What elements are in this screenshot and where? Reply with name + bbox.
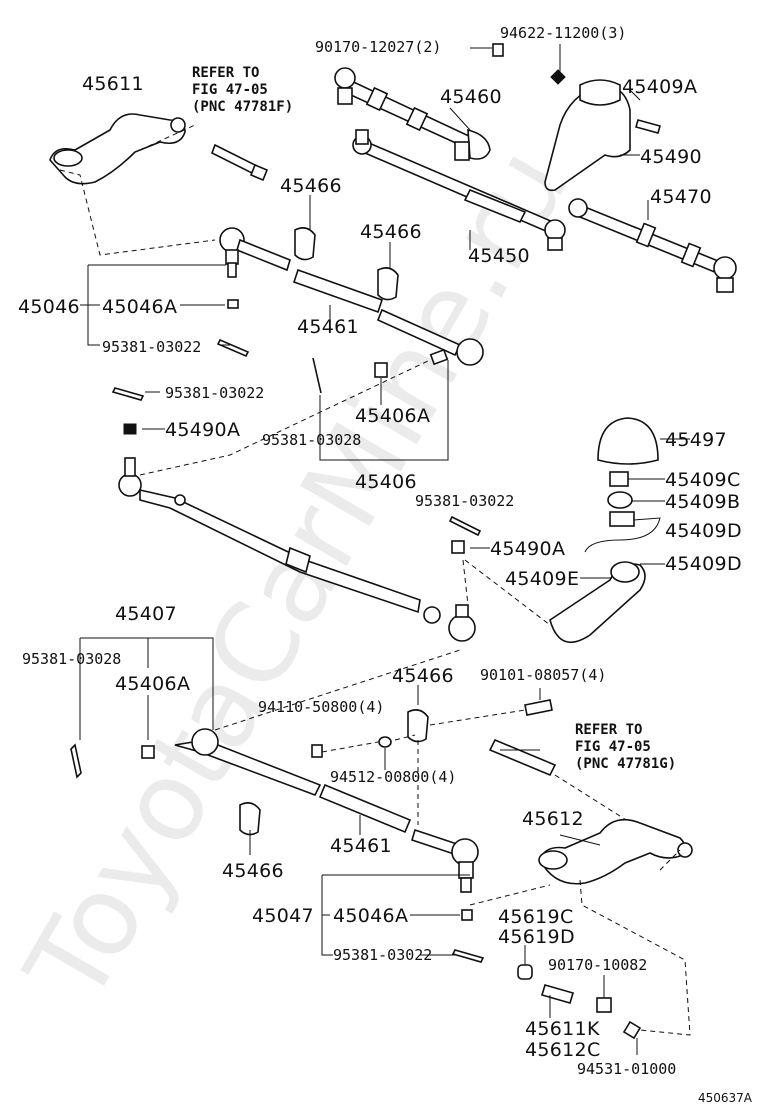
label-94110-50800: 94110-50800(4)	[258, 698, 384, 716]
label-95381-03028-bot: 95381-03028	[22, 650, 121, 668]
label-45497: 45497	[665, 429, 727, 451]
label-95381-03022-c: 95381-03022	[415, 492, 514, 510]
clamp-45466-b	[377, 267, 399, 301]
label-45407: 45407	[115, 603, 177, 625]
nut-90170-10082	[596, 997, 612, 1013]
label-45619C: 45619C	[498, 906, 574, 928]
label-94622-11200: 94622-11200(3)	[500, 24, 626, 42]
diagram-code: 450637A	[698, 1091, 753, 1105]
cotter-pin-95381-03022-c	[448, 515, 482, 537]
label-95381-03022-b: 95381-03022	[165, 384, 264, 402]
label-45406: 45406	[355, 471, 417, 493]
nut-45490A-mid	[451, 540, 465, 554]
pitman-arm-45490	[492, 43, 661, 192]
nut-45490A-left	[123, 423, 137, 435]
label-45409D-a: 45409D	[665, 520, 742, 542]
label-45460: 45460	[440, 86, 502, 108]
label-45409E: 45409E	[505, 568, 579, 590]
label-45611K: 45611K	[525, 1018, 600, 1040]
cotter-pin-95381-03022-a	[216, 338, 250, 358]
tie-rod-45450	[352, 129, 566, 251]
label-45406A-bot: 45406A	[115, 673, 190, 695]
refer-top-line2: FIG 47-05	[192, 82, 268, 98]
drag-link-assembly-45460	[334, 67, 491, 161]
label-95381-03028-top: 95381-03028	[262, 431, 361, 449]
label-45450: 45450	[468, 245, 530, 267]
label-45611: 45611	[82, 73, 144, 95]
label-45047: 45047	[252, 905, 314, 927]
label-90170-12027: 90170-12027(2)	[315, 38, 441, 56]
label-45466-d: 45466	[222, 860, 284, 882]
washer-45409B	[607, 491, 633, 509]
label-94531-01000: 94531-01000	[577, 1060, 676, 1078]
label-90170-10082: 90170-10082	[548, 956, 647, 974]
label-45612: 45612	[522, 808, 584, 830]
label-45409C: 45409C	[665, 469, 741, 491]
clamp-45466-a	[294, 227, 316, 261]
label-45046A-bot: 45046A	[333, 905, 408, 927]
cotter-pin-95381-03028-top	[312, 357, 322, 394]
refer-top-line3: (PNC 47781F)	[192, 99, 293, 115]
label-45612C: 45612C	[525, 1039, 601, 1061]
label-45461-bot: 45461	[330, 835, 392, 857]
relay-rod-45407	[118, 457, 476, 642]
label-95381-03022-a: 95381-03022	[102, 338, 201, 356]
bolt-45611K	[541, 984, 574, 1004]
cotter-pin-95381-03022-b	[111, 387, 145, 401]
label-45409D-b: 45409D	[665, 553, 742, 575]
cotter-pin-95381-03028-bot	[70, 743, 82, 779]
bolt-refer-top	[210, 143, 269, 182]
nut-45406A-bot	[141, 745, 155, 759]
dust-cover-45497	[597, 417, 659, 465]
washer-94512-00800	[378, 736, 392, 748]
washer-94531-01000	[622, 1020, 642, 1040]
nut-94110-50800	[311, 744, 323, 758]
bushing-45619C	[517, 964, 533, 980]
label-45466-a: 45466	[280, 175, 342, 197]
clamp-45466-c	[407, 709, 429, 743]
label-90101-08057: 90101-08057(4)	[480, 666, 606, 684]
bushing-45409C	[609, 471, 629, 487]
bushing-45409D-a	[609, 511, 635, 527]
label-45046: 45046	[18, 296, 80, 318]
label-45409A: 45409A	[622, 76, 697, 98]
nut-45406A-top	[374, 362, 388, 378]
nut-45046A-bot	[461, 909, 473, 921]
label-45490A-left: 45490A	[165, 419, 240, 441]
cotter-pin-95381-03022-d	[451, 949, 485, 963]
tie-rod-end-45406	[376, 308, 484, 366]
label-94512-00800: 94512-00800(4)	[330, 768, 456, 786]
label-45406A-top: 45406A	[355, 405, 430, 427]
refer-bottom-line3: (PNC 47781G)	[575, 756, 676, 772]
nut-45046A-top	[227, 299, 239, 309]
refer-bottom-line1: REFER TO	[575, 722, 642, 738]
label-45046A-top: 45046A	[102, 296, 177, 318]
clamp-45466-d	[239, 802, 261, 836]
tie-rod-end-45046	[219, 227, 291, 278]
refer-bottom-line2: FIG 47-05	[575, 739, 651, 755]
label-45490A-mid: 45490A	[490, 538, 565, 560]
bolt-refer-bottom	[488, 738, 557, 777]
tie-rod-45470	[568, 198, 737, 293]
label-45619D: 45619D	[498, 926, 575, 948]
tie-rod-end-45407	[174, 728, 322, 797]
adjusting-tube-45461-top	[292, 268, 384, 314]
label-45470: 45470	[650, 186, 712, 208]
label-45409B: 45409B	[665, 491, 740, 513]
refer-top-line1: REFER TO	[192, 65, 259, 81]
bolt-90101-08057	[524, 699, 553, 716]
idler-arm-45611	[49, 113, 186, 185]
label-45461-top: 45461	[297, 316, 359, 338]
tie-rod-end-45047	[411, 828, 479, 893]
pitman-arm-45409E	[549, 561, 646, 644]
label-45466-b: 45466	[360, 221, 422, 243]
label-95381-03022-d: 95381-03022	[333, 946, 432, 964]
adjusting-tube-45461-bot	[318, 783, 412, 834]
label-45490: 45490	[640, 146, 702, 168]
label-45466-c: 45466	[392, 665, 454, 687]
